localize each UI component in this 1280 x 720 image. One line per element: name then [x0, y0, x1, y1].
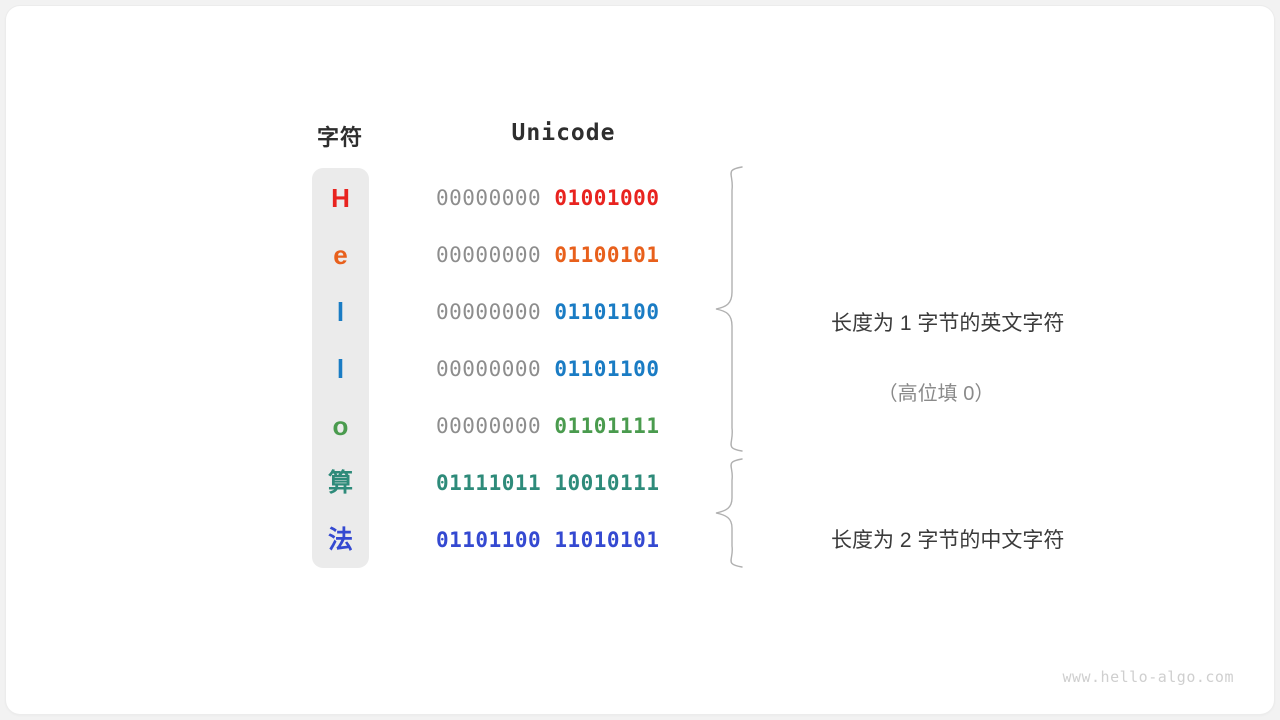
row-high-byte: 00000000	[436, 243, 542, 267]
row-character: o	[332, 411, 349, 441]
row-low-byte: 01100101	[554, 243, 660, 267]
row-unicode-bits: 01111011 10010111	[436, 455, 696, 512]
row-character: 法	[327, 526, 353, 554]
column-header-char: 字符	[316, 125, 363, 150]
row-unicode-bits: 00000000 01101100	[436, 341, 696, 398]
row-low-byte: 01101100	[554, 357, 660, 381]
table-row: l 00000000 01101100	[312, 284, 702, 341]
table-row: 法 01101100 11010101	[312, 512, 702, 569]
row-low-byte: 11010101	[554, 528, 660, 552]
row-character: e	[333, 240, 348, 270]
row-high-byte: 01101100	[436, 528, 542, 552]
row-low-byte: 01101111	[554, 414, 660, 438]
annotation-chinese: 长度为 2 字节的中文字符	[761, 487, 1111, 594]
byte-separator	[541, 300, 554, 324]
table-row: 算 01111011 10010111	[312, 455, 702, 512]
column-header-unicode: Unicode	[511, 120, 616, 146]
row-character: H	[331, 183, 350, 213]
byte-separator	[541, 414, 554, 438]
char-column-panel	[312, 168, 369, 568]
table-row: l 00000000 01101100	[312, 341, 702, 398]
table-row: o 00000000 01101111	[312, 398, 702, 455]
row-unicode-bits: 01101100 11010101	[436, 512, 696, 569]
watermark: www.hello-algo.com	[1062, 668, 1234, 686]
annotation-chinese-main: 长度为 2 字节的中文字符	[830, 528, 1065, 552]
brace-english-group	[715, 166, 743, 452]
byte-separator	[541, 243, 554, 267]
byte-separator	[541, 186, 554, 210]
byte-separator	[541, 357, 554, 381]
row-unicode-bits: 00000000 01100101	[436, 227, 696, 284]
row-low-byte: 01101100	[554, 300, 660, 324]
table-row: H 00000000 01001000	[312, 170, 702, 227]
brace-chinese-group	[715, 458, 743, 568]
row-character: l	[336, 297, 345, 327]
row-character: 算	[327, 469, 353, 497]
row-unicode-bits: 00000000 01101111	[436, 398, 696, 455]
table-row: e 00000000 01100101	[312, 227, 702, 284]
row-low-byte: 01001000	[554, 186, 660, 210]
row-high-byte: 00000000	[436, 186, 542, 210]
row-high-byte: 00000000	[436, 300, 542, 324]
annotation-english-main: 长度为 1 字节的英文字符	[830, 311, 1065, 335]
row-unicode-bits: 00000000 01101100	[436, 284, 696, 341]
byte-separator	[541, 471, 554, 495]
row-unicode-bits: 00000000 01001000	[436, 170, 696, 227]
row-character: l	[336, 354, 345, 384]
annotation-english: 长度为 1 字节的英文字符 （高位填 0）	[761, 270, 1111, 482]
row-high-byte: 01111011	[436, 471, 542, 495]
row-low-byte: 10010111	[554, 471, 660, 495]
row-high-byte: 00000000	[436, 357, 542, 381]
row-high-byte: 00000000	[436, 414, 542, 438]
byte-separator	[541, 528, 554, 552]
annotation-english-sub: （高位填 0）	[877, 383, 995, 406]
figure-card: 字符 Unicode H 00000000 01001000 e 00000000 0…	[6, 6, 1274, 714]
